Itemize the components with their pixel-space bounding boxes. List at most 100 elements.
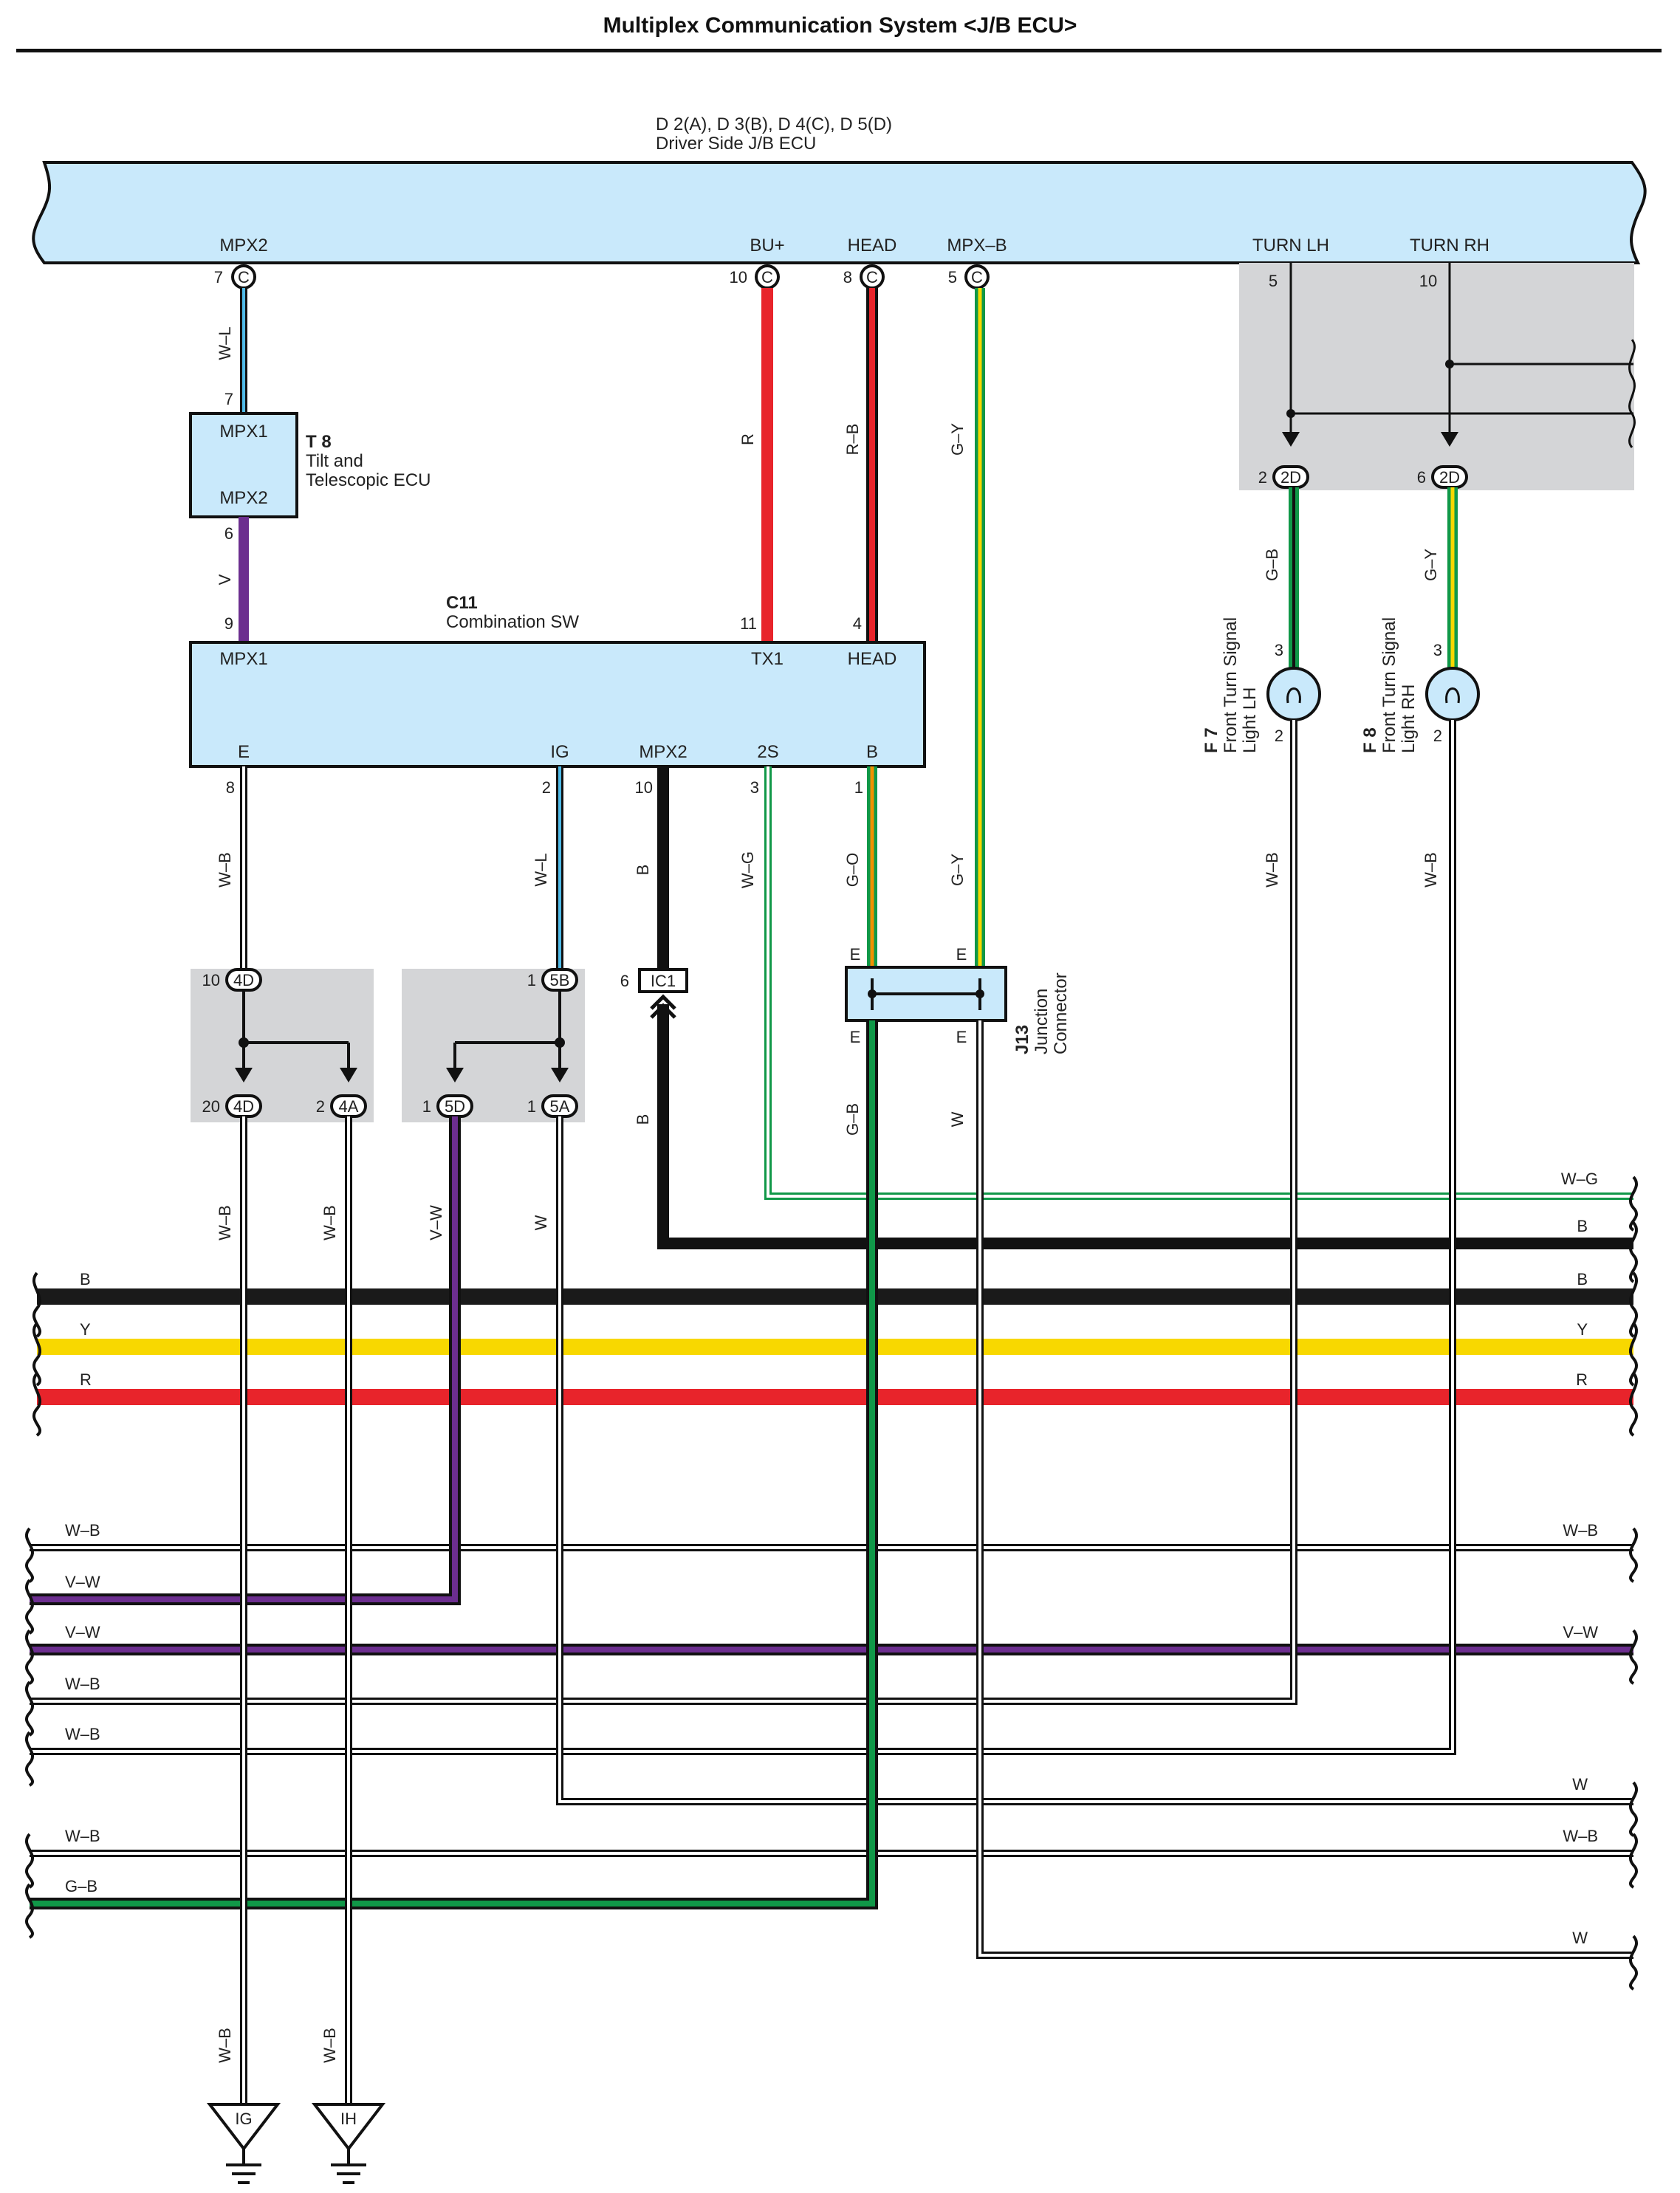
svg-text:5A: 5A — [550, 1097, 570, 1116]
svg-text:Front Turn Signal: Front Turn Signal — [1221, 617, 1241, 753]
wire-label: G–O — [843, 853, 862, 887]
svg-text:IG: IG — [235, 2110, 252, 2128]
wire-label: W–B — [216, 852, 234, 888]
wire-label: V–W — [427, 1205, 445, 1240]
c11-term-mpx2: MPX2 — [639, 742, 687, 762]
svg-text:7: 7 — [214, 268, 223, 286]
svg-text:2: 2 — [1258, 468, 1267, 487]
t8-term-bot: MPX2 — [219, 488, 267, 508]
svg-text:1: 1 — [527, 1097, 536, 1116]
wire-label: V — [216, 574, 234, 585]
j13-term: E — [850, 945, 861, 964]
svg-text:Junction: Junction — [1032, 989, 1052, 1054]
bus-label-right: B — [1577, 1217, 1588, 1235]
bus-label-right: Y — [1577, 1320, 1588, 1339]
bus-label-left: B — [80, 1270, 91, 1288]
bus-label-left: W–B — [65, 1521, 100, 1540]
svg-text:6: 6 — [620, 972, 629, 990]
wire-label: W–B — [216, 2028, 234, 2063]
svg-text:3: 3 — [1433, 641, 1442, 659]
c11-desc: Combination SW — [446, 612, 579, 632]
ground-ig: IG — [206, 2103, 281, 2184]
bus-label-left: V–W — [65, 1623, 100, 1641]
svg-text:10: 10 — [730, 268, 747, 286]
pin-c11-2s: 3 — [750, 778, 759, 797]
conn-5d: 5D 1 — [422, 1094, 473, 1118]
wire-label: G–Y — [948, 423, 967, 456]
arrow-turn-rh — [1441, 432, 1458, 447]
c11-name: C11 — [446, 593, 478, 613]
wire-w-j13 — [976, 1020, 1633, 1959]
arrow-down — [551, 1068, 569, 1082]
svg-text:5D: 5D — [445, 1097, 465, 1116]
svg-text:J13: J13 — [1012, 1025, 1032, 1054]
bus-label-left: G–B — [65, 1877, 97, 1895]
term-mpxb: MPX–B — [947, 236, 1007, 255]
svg-text:C: C — [866, 268, 878, 286]
pin-t8-bot: 6 — [224, 524, 233, 543]
bus-label-left: V–W — [65, 1573, 100, 1591]
j13-term: E — [956, 945, 967, 964]
conn-5b: 5B 1 — [527, 968, 578, 992]
junction-dot — [976, 989, 984, 998]
bus-label-left: W–B — [65, 1827, 100, 1845]
title-rule — [16, 49, 1662, 52]
pin-c11-mpx2: 10 — [635, 778, 653, 797]
wire-label: W–L — [532, 853, 550, 886]
wire-label: G–B — [1263, 549, 1281, 581]
pin-c11-ig: 2 — [542, 778, 551, 797]
conn-4d-top: 4D 10 — [202, 968, 262, 992]
ecu-pin-head: C 8 — [843, 264, 885, 289]
t8-term-top: MPX1 — [219, 422, 267, 442]
c11-term-tx1: TX1 — [751, 649, 784, 669]
wire-gb-j13 — [30, 1020, 878, 1909]
term-turn-lh: TURN LH — [1252, 236, 1329, 255]
c11-term-e: E — [238, 742, 250, 762]
wire-label: W — [948, 1111, 967, 1127]
junction-dot — [239, 1037, 249, 1048]
svg-text:IH: IH — [340, 2110, 357, 2128]
c11-term-ig: IG — [550, 742, 569, 762]
wire-label: W–B — [320, 1205, 339, 1240]
ecu-pin-mpx2: C 7 — [214, 264, 256, 289]
svg-text:Front Turn Signal: Front Turn Signal — [1379, 617, 1399, 753]
c11-term-mpx1: MPX1 — [219, 649, 267, 669]
conn-2d-rh: 2D 6 — [1417, 465, 1468, 489]
wire-label: G–Y — [948, 854, 967, 886]
junction-dot — [1445, 360, 1454, 368]
jb-ecu-box — [32, 161, 1647, 264]
arrow-down — [446, 1068, 464, 1082]
ground-ih: IH — [311, 2103, 386, 2184]
f8-bulb: 3 2 — [1425, 641, 1480, 745]
f7-label: F 7 Front Turn Signal Light LH — [1201, 617, 1260, 753]
ecu-pin-bu: C 10 — [730, 264, 780, 289]
svg-text:8: 8 — [843, 268, 852, 286]
svg-text:10: 10 — [202, 971, 220, 989]
bus-label-left: Y — [80, 1320, 91, 1339]
svg-text:4D: 4D — [233, 1097, 254, 1116]
pin-turn-rh: 10 — [1419, 272, 1437, 290]
svg-text:5B: 5B — [550, 971, 570, 989]
j13-term: E — [956, 1028, 967, 1046]
c11-term-b: B — [866, 742, 878, 762]
bus-label-left: W–B — [65, 1675, 100, 1693]
svg-text:C: C — [971, 268, 983, 286]
svg-text:2: 2 — [1433, 727, 1442, 745]
wire-wg-2s — [764, 766, 1633, 1200]
svg-text:Light LH: Light LH — [1240, 687, 1260, 753]
svg-text:20: 20 — [202, 1097, 220, 1116]
svg-text:4D: 4D — [233, 971, 254, 989]
pin-c11-e: 8 — [226, 778, 235, 797]
pin-c11-tx1: 11 — [740, 614, 757, 633]
svg-text:5: 5 — [948, 268, 957, 286]
conn-4a: 4A 2 — [316, 1094, 367, 1118]
c11-term-head: HEAD — [848, 649, 897, 669]
junction-dot — [868, 989, 877, 998]
wire-label: G–B — [843, 1103, 862, 1136]
svg-text:1: 1 — [527, 971, 536, 989]
arrow-down — [235, 1068, 253, 1082]
svg-text:1: 1 — [422, 1097, 431, 1116]
j13-term: E — [850, 1028, 861, 1046]
right-break-marks — [1628, 1176, 1639, 1991]
